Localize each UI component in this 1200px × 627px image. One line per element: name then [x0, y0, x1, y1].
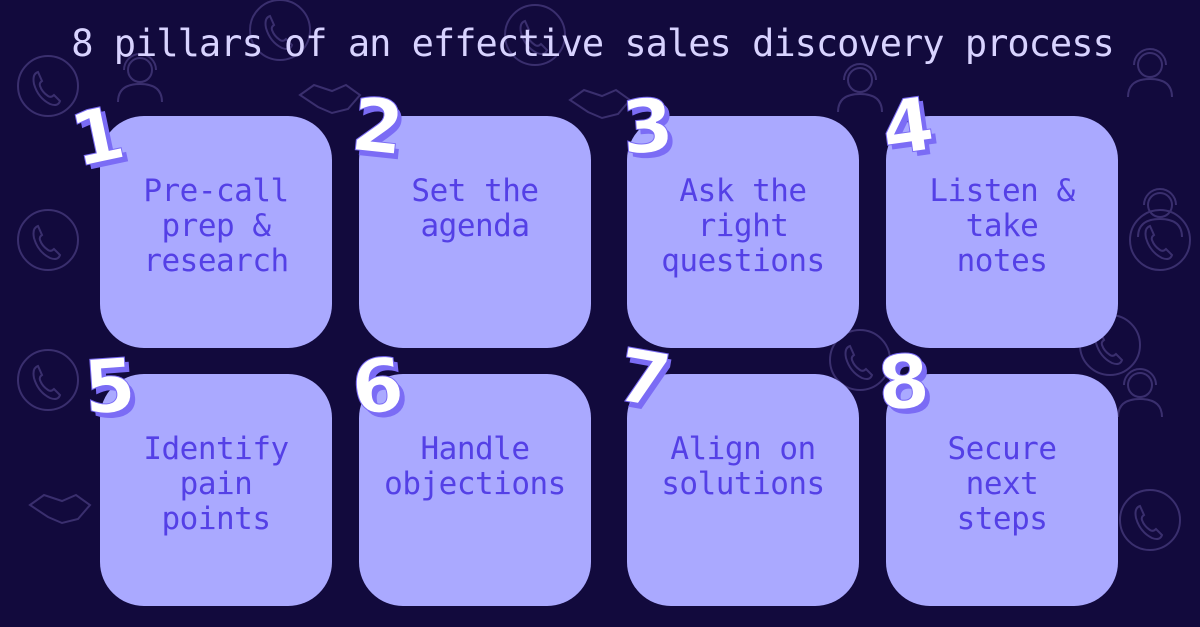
pillar-card-6: Handle objections	[359, 374, 591, 606]
pillar-number-2: 2	[347, 81, 408, 173]
pillar-card-5: Identify pain points	[100, 374, 332, 606]
pillar-number-3: 3	[619, 82, 677, 172]
phone-icon	[1119, 489, 1181, 551]
phone-icon	[17, 209, 79, 271]
headset-agent-icon	[1117, 368, 1163, 418]
pillar-card-4: Listen & take notes	[886, 116, 1118, 348]
pillar-card-8: Secure next steps	[886, 374, 1118, 606]
headset-agent-icon	[1137, 188, 1183, 238]
page-title: 8 pillars of an effective sales discover…	[71, 22, 1115, 65]
handshake-icon	[299, 84, 361, 114]
pillar-number-4: 4	[876, 80, 940, 174]
pillar-label: Pre-call prep & research	[143, 173, 289, 279]
pillar-card-1: Pre-call prep & research	[100, 116, 332, 348]
pillar-number-6: 6	[347, 341, 408, 433]
pillar-number-8: 8	[875, 338, 933, 428]
pillar-card-3: Ask the right questions	[627, 116, 859, 348]
phone-icon	[17, 349, 79, 411]
pillar-label: Identify pain points	[143, 431, 289, 537]
pillar-card-2: Set the agenda	[359, 116, 591, 348]
pillar-label: Handle objections	[384, 431, 566, 502]
handshake-icon	[29, 494, 91, 524]
pillar-label: Secure next steps	[947, 431, 1057, 537]
pillar-card-7: Align on solutions	[627, 374, 859, 606]
pillar-label: Listen & take notes	[929, 173, 1075, 279]
pillar-label: Set the agenda	[411, 173, 539, 244]
pillar-label: Ask the right questions	[661, 173, 825, 279]
pillar-label: Align on solutions	[661, 431, 825, 502]
pillar-number-5: 5	[81, 342, 139, 432]
